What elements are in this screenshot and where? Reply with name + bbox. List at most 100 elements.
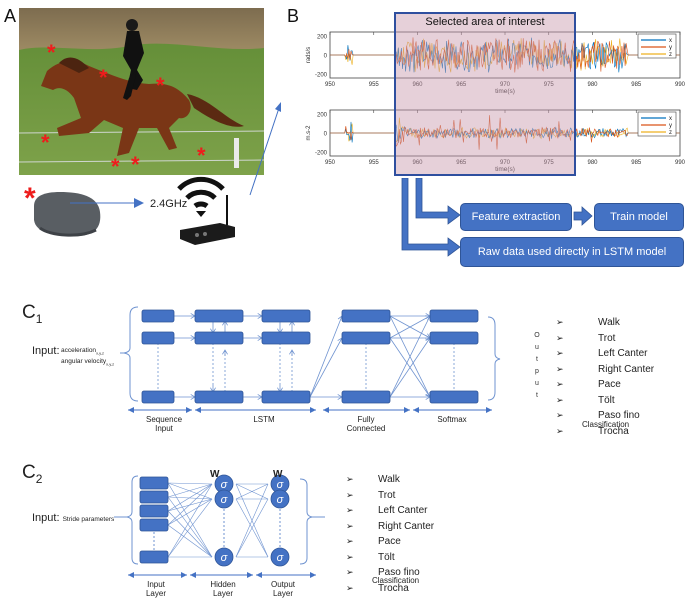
panel-c1-letter: C1 xyxy=(22,302,42,326)
y-tick-label: -200 xyxy=(315,151,328,157)
sigma-symbol: σ xyxy=(277,479,284,491)
classification-item: ➢Trocha xyxy=(556,424,654,440)
input-to-hidden-weight xyxy=(167,496,213,558)
stage-span-input-layer-left-head xyxy=(128,572,134,578)
input-to-hidden-weight xyxy=(167,483,213,512)
gait-class-label: Pace xyxy=(378,536,401,547)
horse-photo-illustration: * * * * * * * xyxy=(19,8,264,175)
softmax-node xyxy=(429,309,479,323)
stage-span-softmax-left-head xyxy=(413,407,419,413)
stage-span-fully-connected-left-head xyxy=(323,407,329,413)
flow-arrows xyxy=(401,178,461,257)
raw-data-lstm-box[interactable]: Raw data used directly in LSTM model xyxy=(460,237,684,267)
c2-classification-label: Classification xyxy=(372,576,420,585)
lstm-node xyxy=(261,390,311,404)
x-tick-label: 990 xyxy=(675,160,685,166)
classification-item: ➢Paso fino xyxy=(346,565,434,581)
arrow-bullet-icon: ➢ xyxy=(556,317,564,327)
fc-to-softmax xyxy=(389,337,431,398)
weight-label-2: W xyxy=(273,469,283,480)
classification-item: ➢ Trocha xyxy=(346,581,434,597)
sensor-location-markers: * * * * * * * xyxy=(41,40,206,175)
fc-to-softmax xyxy=(389,315,431,339)
output-neuron xyxy=(270,547,290,567)
c1-input-acceleration-sub: x,y,z xyxy=(96,350,104,356)
input-node xyxy=(139,550,169,564)
sequence-input-node xyxy=(141,390,175,404)
gait-class-label: Trot xyxy=(378,489,396,501)
sigma-symbol: σ xyxy=(221,494,228,506)
classification-item: ➢Tölt xyxy=(346,550,434,566)
arrow-bullet-icon: ➢ xyxy=(346,489,354,500)
y-tick-label: 200 xyxy=(317,35,328,41)
stage-span-softmax-right-head xyxy=(486,407,492,413)
panel-c2-letter: C2 xyxy=(22,462,42,486)
x-tick-label: 985 xyxy=(631,82,642,88)
arrow-bullet-icon: ➢ xyxy=(346,505,354,515)
selected-area-of-interest[interactable] xyxy=(394,12,576,176)
raw-data-arrow xyxy=(401,178,461,257)
sigma-symbol: σ xyxy=(277,552,284,564)
stage-span-lstm-left-head xyxy=(195,407,201,413)
asterisk-marker: * xyxy=(131,152,140,175)
classification-item: ➢ Left Canter xyxy=(346,503,434,519)
arrow-bullet-icon: ➢ xyxy=(556,348,564,358)
stage-span-sequence-input-right-head xyxy=(186,407,192,413)
stage-span-output-layer-right-head xyxy=(310,572,316,578)
classification-item: ➢Trot xyxy=(556,331,654,347)
receiver-to-plot-arrow xyxy=(249,102,281,196)
x-tick-label: 975 xyxy=(544,82,555,88)
x-tick-label: 955 xyxy=(369,160,380,166)
gait-class-label: Left Canter xyxy=(378,505,428,516)
sequence-input-node xyxy=(141,331,175,345)
lstm-node xyxy=(194,390,244,404)
lstm-node xyxy=(261,331,311,345)
stage-span-output-layer-left-head xyxy=(256,572,262,578)
c1-classification-label: Classification xyxy=(582,420,630,429)
gait-class-label: Paso fino xyxy=(378,567,420,578)
classification-item: ➢Right Canter xyxy=(556,362,654,378)
c1-input-angular-velocity: angular velocity xyxy=(61,358,107,366)
arrow-bullet-icon: ➢ xyxy=(346,582,354,593)
weight-label-1: W xyxy=(210,469,220,480)
y-tick-label: 0 xyxy=(324,54,328,60)
stage-span-input-layer-right-head xyxy=(181,572,187,578)
arrow-bullet-icon: ➢ xyxy=(346,551,354,562)
train-model-box[interactable]: Train model xyxy=(594,203,684,231)
c1-input-angular-velocity-sub: x,y,z xyxy=(106,361,115,367)
c2-input-label: Input: Stride parameters xyxy=(32,512,114,524)
input-to-hidden-weight xyxy=(167,498,213,558)
gait-class-label: Right Canter xyxy=(378,520,435,532)
x-tick-label: 970 xyxy=(500,160,511,166)
sigma-symbol: σ xyxy=(277,494,284,506)
classification-item: ➢Pace xyxy=(346,534,434,550)
selected-area-title: Selected area of interest xyxy=(425,16,545,28)
x-tick-label: 990 xyxy=(675,82,685,88)
wifi-receiver-icon xyxy=(177,176,235,245)
stage-span-hidden-layer-left-head xyxy=(190,572,196,578)
panel-b-letter: B xyxy=(287,6,300,26)
panel-c1-subscript: 1 xyxy=(35,311,43,326)
feature-extraction-box[interactable]: Feature extraction xyxy=(460,203,572,231)
c2-input-stride-parameters: Stride parameters xyxy=(62,516,115,523)
input-to-hidden-weight xyxy=(167,510,213,558)
sequence-input-node xyxy=(141,309,175,323)
legend-label-y: y xyxy=(669,123,672,129)
asterisk-marker: * xyxy=(111,154,120,175)
lstm-node xyxy=(194,331,244,345)
stage-span-hidden-layer-right-head xyxy=(247,572,253,578)
input-to-hidden-weight xyxy=(167,483,213,558)
signal-y xyxy=(330,37,680,73)
gait-class-label: Trocha xyxy=(378,582,409,594)
panel-a-letter: A xyxy=(4,6,17,26)
asterisk-marker: * xyxy=(99,65,108,90)
c1-input-details: accelerationx,y,z angular velocityx,y,z xyxy=(61,346,114,369)
legend-label-x: x xyxy=(669,38,672,44)
